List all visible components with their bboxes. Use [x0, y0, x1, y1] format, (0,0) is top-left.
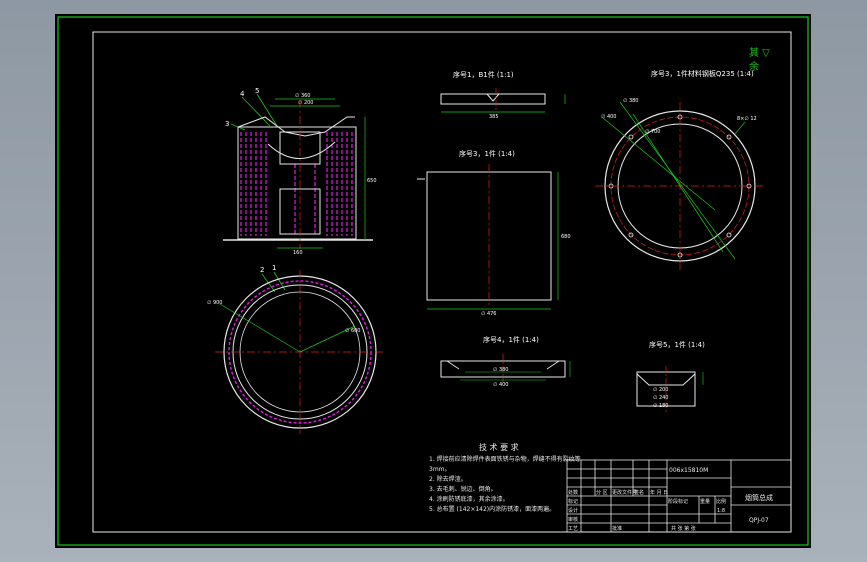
assembly-bottom-view: 2 1 ∅ 900 ∅ 600: [207, 264, 385, 434]
balloon-2: 2: [260, 266, 264, 274]
note-1b: 3mm。: [429, 466, 451, 473]
title-block: [566, 459, 792, 533]
part3-dim-2: ∅ 400: [601, 114, 617, 120]
part1-title: 序号1，B1件 (1:1): [453, 70, 514, 79]
drawing-svg: 其 ▽ 余 4 5 3 ∅ 360 ∅ 200: [57, 16, 809, 546]
note-3: 3. 去毛刺、锐边、倒角。: [429, 485, 497, 493]
note-2: 2. 除去焊渣。: [429, 475, 467, 483]
part4-view: 序号4，1件 (1:4) ∅ 380 ∅ 400: [440, 335, 571, 388]
corner-mark-sub: 余: [749, 60, 759, 73]
tb-row-4: 工艺: [568, 526, 578, 532]
part3-dim-3: ∅ 700: [645, 129, 661, 135]
part3-dim-4: 8×∅ 12: [737, 116, 757, 122]
drawing-canvas[interactable]: 其 ▽ 余 4 5 3 ∅ 360 ∅ 200: [55, 14, 811, 548]
tb-row-2: 设计: [568, 507, 578, 514]
note-1: 1. 焊接前应清除焊件表面铁锈与杂物，焊缝不得有裂纹等: [429, 455, 581, 463]
part2-dim-side: 680: [561, 234, 571, 240]
part5-dim-3: ∅ 180: [653, 403, 669, 409]
balloon-3: 3: [225, 120, 229, 128]
title-block-text: 006x15810M 烟筒总成 QPJ-07 处数 分 区 更改文件号 签名 年…: [568, 467, 773, 532]
tb-drawing-no: QPJ-07: [749, 517, 769, 524]
tb-header-1: 处数: [568, 489, 578, 496]
dim-bottom-outer: ∅ 900: [207, 300, 223, 306]
tb-row-3: 审核: [568, 516, 578, 523]
part5-title: 序号5，1件 (1:4): [649, 340, 705, 349]
tb-name: 烟筒总成: [745, 493, 773, 502]
part3-view: 序号3，1件材料钢板Q235 (1:4) ∅ 380 ∅ 400: [595, 69, 765, 270]
balloon-4: 4: [240, 90, 245, 98]
tb-header-5: 年 月 日: [650, 489, 668, 496]
note-4: 4. 涂刷防锈底漆，其余涂漆。: [429, 495, 509, 503]
corner-mark: 其 ▽: [749, 47, 770, 59]
part2-title: 序号3，1件 (1:4): [459, 149, 515, 158]
part4-dim-1: ∅ 380: [493, 367, 509, 373]
dim-bottom-inner: ∅ 600: [345, 328, 361, 334]
dim-base-assembly: 160: [293, 250, 303, 256]
part4-title: 序号4，1件 (1:4): [483, 335, 539, 344]
part1-dim: 385: [489, 114, 499, 120]
note-5: 5. 总布置 (142×142)内涂防锈漆，面漆两遍。: [429, 505, 555, 513]
notes-heading: 技 术 要 求: [479, 442, 519, 452]
dim-top-assembly: ∅ 360: [295, 93, 311, 99]
part5-view: 序号5，1件 (1:4) ∅ 200 ∅ 240 ∅ 180: [636, 340, 705, 412]
tb-stage-3: 比例: [716, 498, 726, 505]
tb-row-5: 批准: [612, 525, 622, 532]
part2-view: 序号3，1件 (1:4) 680 ∅ 476: [417, 149, 571, 317]
part2-dim-bottom: ∅ 476: [481, 311, 497, 317]
part5-dim-2: ∅ 240: [653, 395, 669, 401]
tb-sheet: 共 张 第 张: [671, 525, 696, 532]
part3-dim-1: ∅ 380: [623, 98, 639, 104]
assembly-front-view: 4 5 3 ∅ 360 ∅ 200: [223, 87, 377, 256]
tb-header-4: 签名: [634, 489, 644, 496]
tb-header-2: 分 区: [596, 489, 608, 496]
part3-title: 序号3，1件材料钢板Q235 (1:4): [651, 69, 754, 78]
dim-top2-assembly: ∅ 200: [298, 100, 314, 106]
tb-stage-2: 重量: [700, 498, 710, 505]
part4-dim-2: ∅ 400: [493, 382, 509, 388]
outer-frame: [57, 16, 809, 546]
tb-header-3: 更改文件号: [612, 489, 637, 496]
dim-height-assembly: 650: [367, 178, 377, 184]
tb-code: 006x15810M: [669, 467, 708, 474]
part1-view: 序号1，B1件 (1:1) 385: [440, 70, 566, 120]
inner-border: [92, 31, 792, 533]
part5-dim-1: ∅ 200: [653, 387, 669, 393]
technical-notes: 技 术 要 求 1. 焊接前应清除焊件表面铁锈与杂物，焊缝不得有裂纹等 3mm。…: [429, 442, 581, 513]
tb-scale: 1:8: [717, 508, 725, 514]
balloon-1: 1: [272, 264, 276, 272]
balloon-5: 5: [255, 87, 259, 95]
tb-row-1: 标记: [568, 498, 578, 505]
tb-stage-1: 阶段标记: [668, 498, 688, 505]
